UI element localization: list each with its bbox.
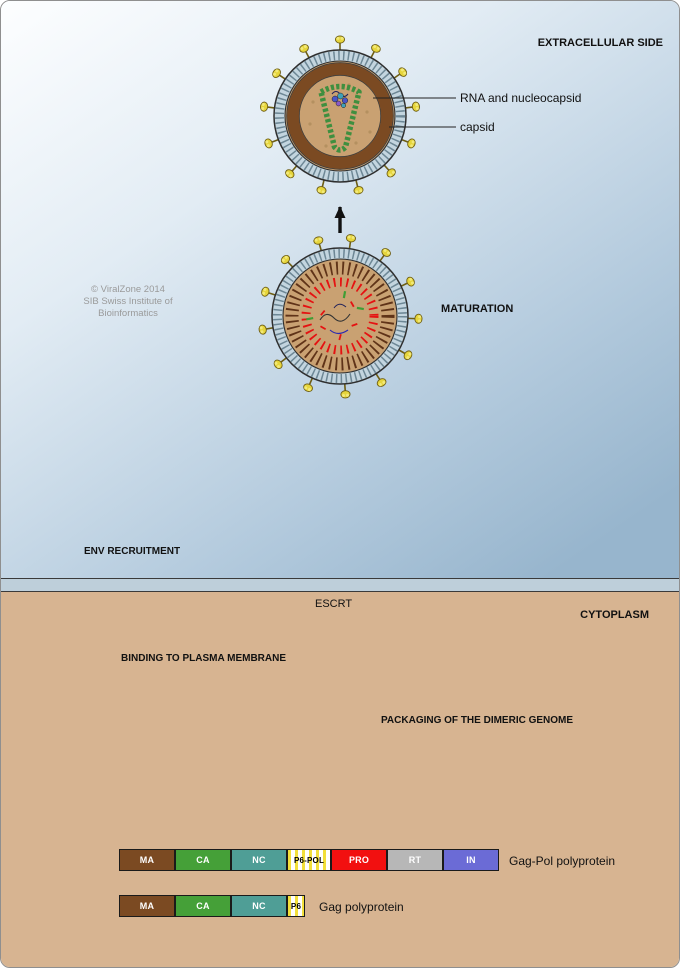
segment-ma: MA (119, 849, 175, 871)
segment-p6: P6 (287, 895, 305, 917)
genome-squiggles (319, 303, 351, 335)
label-maturation: MATURATION (441, 303, 514, 315)
credit-line1: © ViralZone 2014 (91, 284, 165, 295)
maturation-virion (257, 233, 424, 400)
segment-ca: CA (175, 849, 231, 871)
cleaved-fragments (306, 291, 364, 341)
segment-rt: RT (387, 849, 443, 871)
label-env-recruitment: ENV RECRUITMENT (84, 546, 181, 557)
mature-virion (259, 35, 421, 196)
gagpol-polyprotein-bar: MA CA NC P6-POL PRO RT IN (119, 849, 499, 871)
segment-nc: NC (231, 849, 287, 871)
label-packaging: PACKAGING OF THE DIMERIC GENOME (381, 715, 574, 726)
label-escrt: ESCRT (315, 598, 353, 610)
segment-in: IN (443, 849, 499, 871)
gag-polyprotein-bar: MA CA NC P6 (119, 895, 305, 917)
label-capsid: capsid (460, 120, 495, 134)
label-cytoplasm: CYTOPLASM (580, 609, 649, 621)
label-rna-and-nucleocapsid: RNA and nucleocapsid (460, 91, 582, 105)
capsid-cone (318, 83, 362, 153)
label-binding-to-plasma-membrane: BINDING TO PLASMA MEMBRANE (121, 653, 286, 664)
rna-nucleocapsid (331, 90, 349, 108)
segment-pro: PRO (331, 849, 387, 871)
segment-ca: CA (175, 895, 231, 917)
credit-line2: SIB Swiss Institute of Bioinformatics (83, 296, 173, 319)
credit-text: © ViralZone 2014 SIB Swiss Institute of … (53, 284, 203, 320)
label-extracellular-side: EXTRACELLULAR SIDE (537, 37, 663, 49)
plasma-membrane (1, 577, 679, 593)
label-gagpol-polyprotein: Gag-Pol polyprotein (509, 854, 616, 868)
cytoplasm-background (1, 579, 679, 967)
segment-nc: NC (231, 895, 287, 917)
segment-p6-pol: P6-POL (287, 849, 331, 871)
label-gag-polyprotein: Gag polyprotein (319, 900, 404, 914)
segment-ma: MA (119, 895, 175, 917)
